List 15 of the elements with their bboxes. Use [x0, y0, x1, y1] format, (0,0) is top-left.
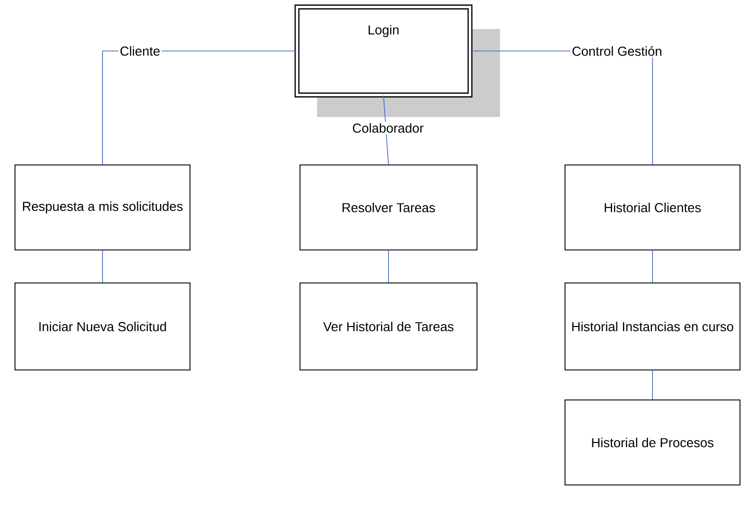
process-box: Respuesta a mis solicitudes — [14, 164, 190, 250]
connector-line — [652, 370, 653, 400]
login-box: Login — [294, 4, 472, 98]
connector-line — [388, 250, 389, 283]
connector-line — [652, 250, 653, 283]
process-box: Ver Historial de Tareas — [300, 282, 478, 370]
process-box: Iniciar Nueva Solicitud — [14, 282, 190, 370]
process-box: Historial Instancias en curso — [564, 282, 740, 370]
edge-label: Colaborador — [350, 122, 426, 134]
edge-label: Control Gestión — [570, 44, 664, 58]
process-box: Historial de Procesos — [564, 400, 740, 486]
connector-line — [102, 250, 103, 283]
process-box: Resolver Tareas — [300, 164, 478, 250]
edge-label: Cliente — [118, 44, 162, 58]
process-box: Historial Clientes — [564, 164, 740, 250]
